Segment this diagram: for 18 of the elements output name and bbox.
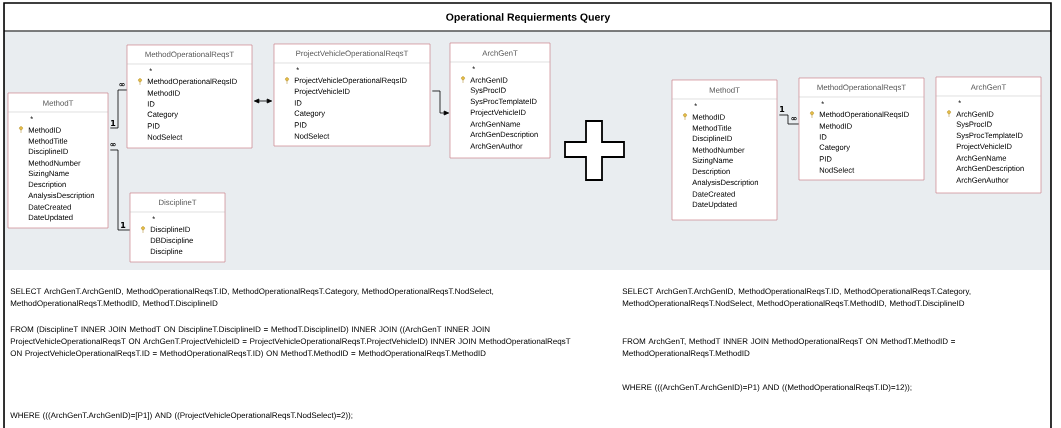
cardinality-label: ∞ [110,142,116,147]
cardinality-label: 1 [121,222,126,228]
relationship-line [109,89,128,129]
sql-text: FROM ArchGenT, MethodT INNER JOIN MethodOperationalReqsT ON MethodT.MethodID = MethodOperationalReqsT.MethodID [622,338,955,358]
relationship-line [109,149,131,231]
cardinality-label: 1 [780,106,785,112]
cardinality-label: ∞ [791,116,797,121]
sql-text: FROM (DisciplineT INNER JOIN MethodT ON DisciplineT.DisciplineID = MethodT.DisciplineID) INNER JOIN ((ArchGenT INNER JOIN ProjectVehicleOperationalReqsT ON ArchGenT.ProjectVehicleID = ProjectVehicleOperationalReqsT.ProjectVehicleID) INNER JOIN MethodOperationalReqsT ON ProjectVehicleOperationalReqsT.ID = MethodOperationalReqsT.ID) ON MethodT.MethodID = MethodOperationalReqsT.MethodID [10,326,571,358]
relationship-line [431,90,450,116]
sql-text: WHERE (((ArchGenT.ArchGenID)=P1) AND ((MethodOperationalReqsT.ID)=12)); [622,384,912,392]
relationship-line [253,98,273,104]
sql-text: WHERE (((ArchGenT.ArchGenID)=[P1]) AND ((ProjectVehicleOperationalReqsT.NodSelect)=2)); [10,412,353,420]
title: Operational Requierments Query [446,13,611,23]
sql-text: SELECT ArchGenT.ArchGenID, MethodOperationalReqsT.ID, MethodOperationalReqsT.Category, MethodOperationalReqsT.NodSelect, MethodOperationalReqsT.MethodID, MethodT.DisciplineID [10,288,494,308]
cardinality-label: ∞ [119,82,125,87]
sql-text: SELECT ArchGenT.ArchGenID, MethodOperationalReqsT.ID, MethodOperationalReqsT.Category, MethodOperationalReqsT.NodSelect, MethodOperationalReqsT.MethodID, MethodT.DisciplineID [622,288,971,308]
relationship-line [778,114,800,125]
cardinality-label: 1 [111,120,116,126]
